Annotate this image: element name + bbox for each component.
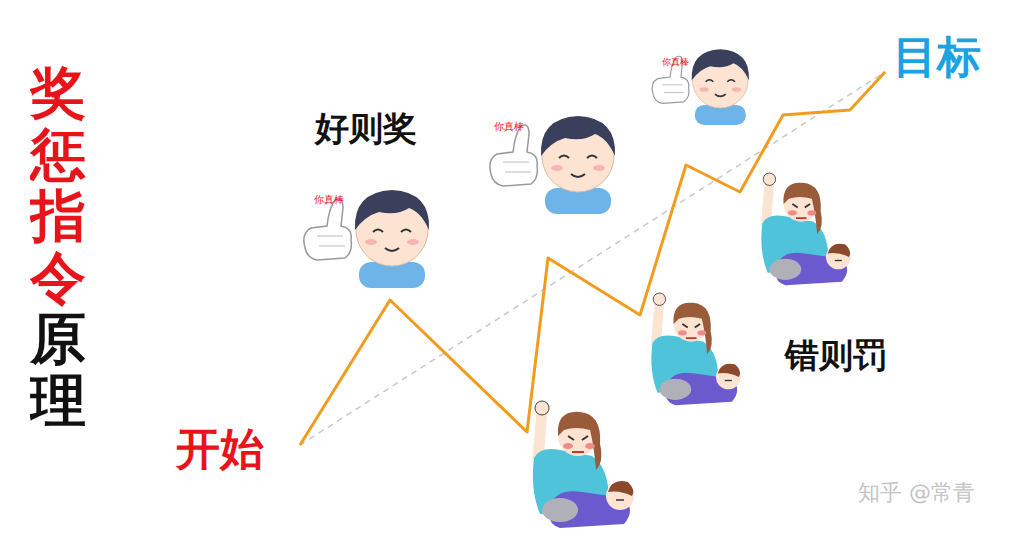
speech-text: 你真棒 xyxy=(314,193,344,207)
punish-figure xyxy=(761,173,850,285)
speech-text: 你真棒 xyxy=(662,56,689,69)
punish-figure xyxy=(533,401,634,528)
goal-label: 目标 xyxy=(893,28,981,87)
punish-label: 错则罚 xyxy=(785,333,887,379)
praise-figure xyxy=(304,190,429,288)
zigzag-path xyxy=(300,72,885,445)
speech-text: 你真棒 xyxy=(494,120,524,134)
start-label: 开始 xyxy=(176,420,264,479)
praise-label: 好则奖 xyxy=(315,106,417,152)
praise-figure xyxy=(652,49,749,125)
praise-figure xyxy=(490,116,615,214)
trend-line xyxy=(300,72,885,445)
watermark: 知乎 @常青 xyxy=(858,478,975,508)
punish-figure xyxy=(651,293,740,405)
vertical-title: 奖惩指令原理 xyxy=(30,62,86,432)
